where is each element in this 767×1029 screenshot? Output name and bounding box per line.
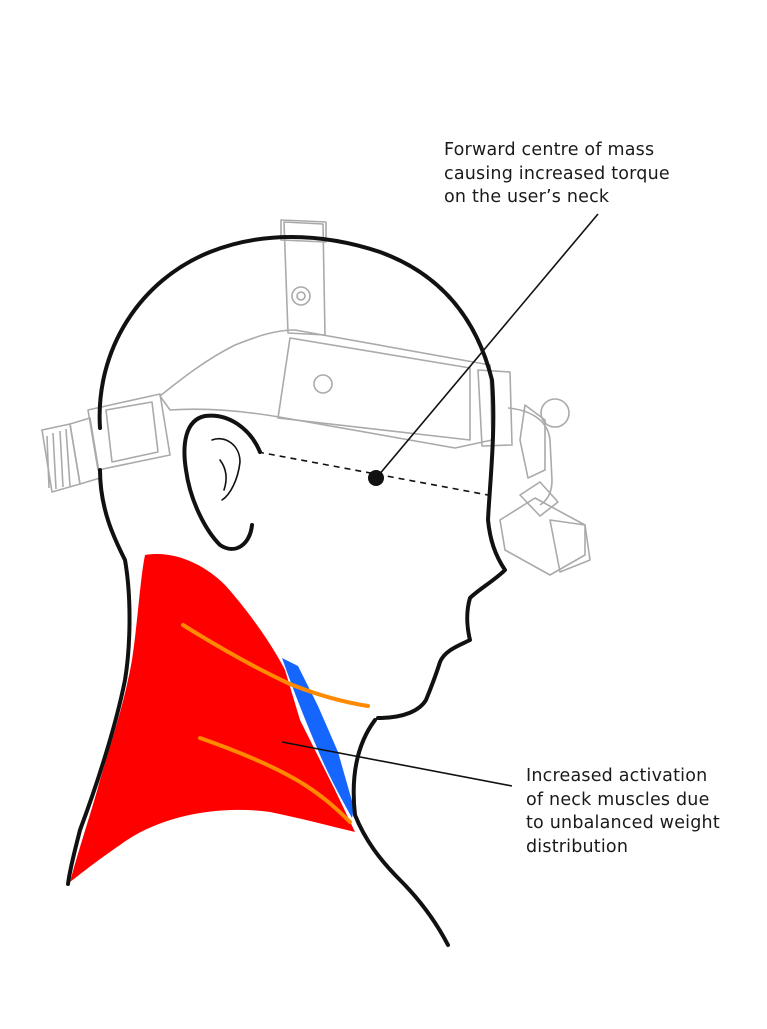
top-strap-tab [280, 219, 327, 243]
loupe-body [499, 497, 586, 576]
front-neck-and-shoulder [351, 718, 450, 947]
head-profile [66, 235, 507, 947]
skull-and-back-of-neck [97, 235, 507, 720]
back-of-neck [66, 468, 132, 886]
rear-knob-ridge [46, 428, 71, 490]
loupe-joint [519, 481, 559, 517]
strap-rivet-outer [291, 286, 311, 306]
arm-ring [540, 398, 570, 428]
neck-muscles [70, 554, 370, 882]
side-band-back-inner [105, 401, 159, 463]
annotation-torque: Forward centre of mass causing increased… [444, 140, 670, 207]
headband-main [159, 329, 493, 449]
front-arm [507, 407, 553, 506]
centre-of-mass-axis [257, 451, 489, 496]
centre-plate-hole [313, 374, 333, 394]
centre-plate [277, 337, 471, 441]
muscle-fiber-upper [181, 623, 370, 708]
headlamp-device [41, 219, 591, 576]
leader-line-muscles [281, 741, 513, 787]
annotation-muscles: Increased activation of neck muscles due… [526, 766, 720, 857]
leader-line-torque [377, 213, 599, 477]
ear [182, 413, 262, 551]
rear-knob-cap [69, 417, 101, 485]
arm-joint [519, 404, 546, 479]
neck-stripe [282, 658, 354, 818]
loupe-lens [549, 519, 591, 573]
front-mount [477, 369, 513, 447]
trapezius-muscle [70, 554, 355, 882]
ear-inner [211, 438, 241, 501]
strap-rivet-inner [296, 291, 306, 301]
muscle-fiber-lower [198, 736, 352, 824]
